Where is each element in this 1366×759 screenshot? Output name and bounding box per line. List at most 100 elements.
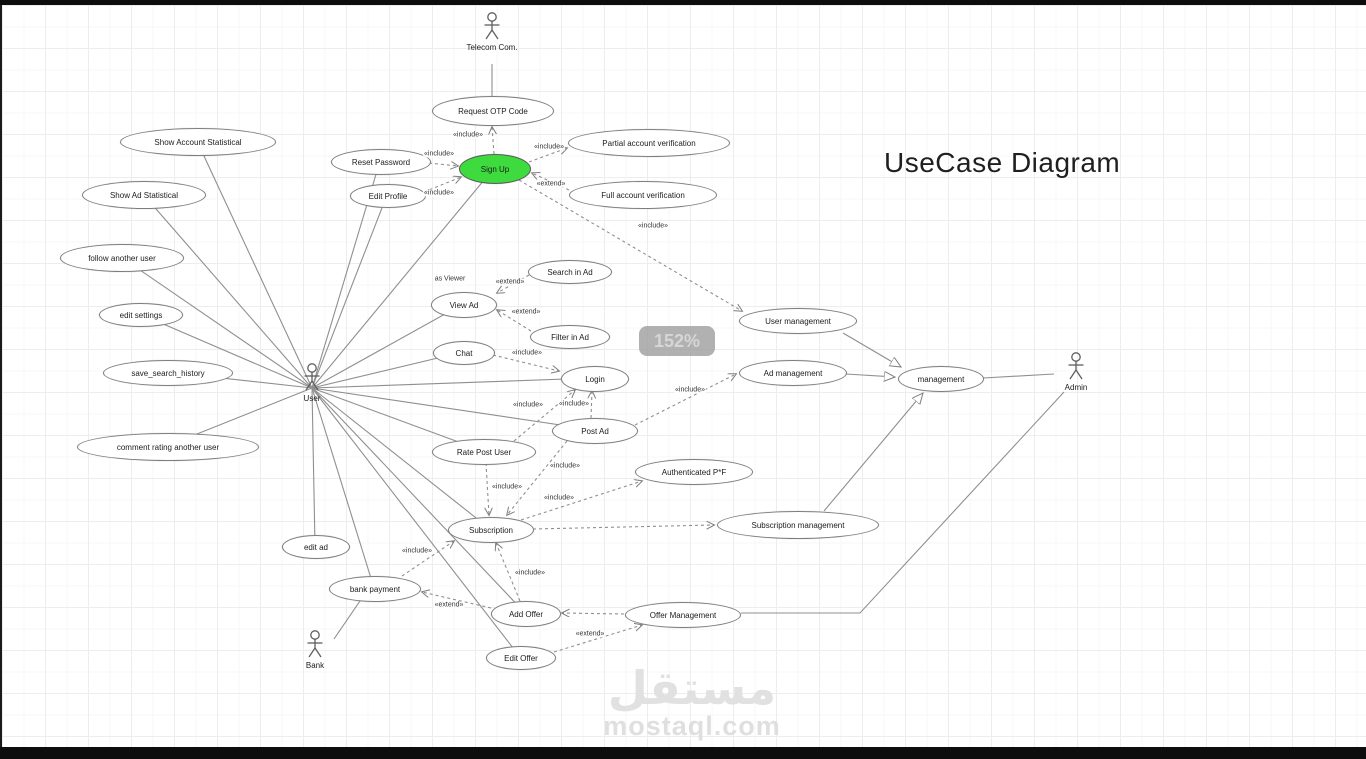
usecase-user-mgmt[interactable]: User management [739, 308, 857, 334]
usecase-save-search[interactable]: save_search_history [103, 360, 233, 386]
usecase-label: bank payment [349, 584, 401, 594]
edge [139, 313, 313, 389]
usecase-edit-ad[interactable]: edit ad [282, 535, 350, 559]
actor-label: Telecom Com. [466, 43, 518, 52]
usecase-label: Authenticated P*F [661, 467, 727, 477]
edge [528, 148, 567, 163]
edge-label: «include» [637, 222, 669, 230]
usecase-follow-user[interactable]: follow another user [60, 244, 184, 272]
usecase-label: View Ad [449, 300, 479, 310]
edge [311, 387, 526, 614]
actor-bank[interactable]: Bank [297, 630, 333, 670]
edge [311, 387, 375, 589]
edge-label: «extend» [535, 180, 567, 188]
usecase-label: comment rating another user [116, 442, 220, 452]
edge [311, 303, 464, 389]
edge-label: «include» [423, 150, 455, 158]
actor-figure-icon [307, 630, 323, 658]
actor-admin[interactable]: Admin [1058, 352, 1094, 392]
usecase-edit-profile[interactable]: Edit Profile [350, 184, 426, 208]
usecase-rate-post-user[interactable]: Rate Post User [432, 439, 536, 465]
usecase-filter-in-ad[interactable]: Filter in Ad [530, 325, 610, 349]
usecase-full-verify[interactable]: Full account verification [569, 181, 717, 209]
edge [982, 373, 1055, 379]
edge [497, 310, 532, 332]
usecase-add-offer[interactable]: Add Offer [491, 601, 561, 627]
usecase-show-acct-stat[interactable]: Show Account Statistical [120, 128, 276, 156]
usecase-label: Post Ad [581, 426, 609, 436]
edge [842, 332, 901, 367]
usecase-label: Edit Profile [368, 191, 408, 201]
zoom-level-badge: 152% [639, 326, 715, 356]
edge-label: «include» [401, 547, 433, 555]
usecase-edit-offer[interactable]: Edit Offer [486, 646, 556, 670]
usecase-offer-mgmt[interactable]: Offer Management [625, 602, 741, 628]
edge [333, 597, 363, 640]
usecase-request-otp[interactable]: Request OTP Code [432, 96, 554, 126]
usecase-label: Add Offer [508, 609, 544, 619]
edge-label: «include» [511, 349, 543, 357]
usecase-label: management [917, 374, 965, 384]
usecase-label: Search in Ad [547, 267, 593, 277]
usecase-bank-payment[interactable]: bank payment [329, 576, 421, 602]
actor-figure-icon [484, 12, 500, 40]
edge [634, 374, 736, 426]
edge-label: «extend» [433, 601, 465, 609]
actor-label: User [303, 394, 321, 403]
actor-telecom[interactable]: Telecom Com. [466, 12, 518, 52]
edge [823, 393, 923, 512]
usecase-label: Request OTP Code [458, 106, 528, 116]
usecase-sign-up[interactable]: Sign Up [459, 154, 531, 184]
usecase-login[interactable]: Login [561, 366, 629, 392]
edge [311, 387, 521, 658]
usecase-auth-pf[interactable]: Authenticated P*F [635, 459, 753, 485]
usecase-label: save_search_history [131, 368, 205, 378]
usecase-edit-settings[interactable]: edit settings [99, 303, 183, 327]
usecase-reset-password[interactable]: Reset Password [331, 149, 431, 175]
edge-label: «extend» [494, 278, 526, 286]
edge-label: «include» [491, 483, 523, 491]
actor-label: Admin [1064, 383, 1088, 392]
usecase-label: Edit Offer [504, 653, 538, 663]
edge [311, 167, 495, 389]
usecase-label: edit settings [119, 310, 163, 320]
actor-figure-icon [304, 363, 320, 391]
usecase-label: Partial account verification [602, 138, 696, 148]
edge [496, 543, 521, 602]
edge [562, 613, 625, 614]
edge-label: «include» [514, 569, 546, 577]
usecase-comment-rating[interactable]: comment rating another user [77, 433, 259, 461]
usecase-label: Chat [455, 348, 473, 358]
usecase-label: User management [765, 316, 831, 326]
usecase-search-in-ad[interactable]: Search in Ad [528, 260, 612, 284]
usecase-view-ad[interactable]: View Ad [431, 292, 497, 318]
edge [311, 194, 388, 389]
edge [196, 140, 313, 389]
edge [518, 179, 742, 311]
edge [401, 541, 454, 577]
edge-label: «include» [512, 401, 544, 409]
edge [553, 625, 642, 653]
actor-user[interactable]: User [294, 363, 330, 403]
edge [513, 390, 575, 442]
bottom-letterbox-bar [0, 747, 1366, 759]
usecase-label: Rate Post User [456, 447, 512, 457]
usecase-mgmt[interactable]: management [898, 366, 984, 392]
top-letterbox-bar [0, 0, 1366, 5]
usecase-post-ad[interactable]: Post Ad [552, 418, 638, 444]
usecase-chat[interactable]: Chat [433, 341, 495, 365]
usecase-label: Sign Up [480, 164, 510, 174]
usecase-label: Full account verification [601, 190, 685, 200]
actor-figure-icon [1068, 352, 1084, 380]
usecase-label: Subscription management [751, 520, 845, 530]
edge [120, 256, 313, 389]
usecase-sub-mgmt[interactable]: Subscription management [717, 511, 879, 539]
usecase-label: Offer Management [649, 610, 717, 620]
usecase-partial-verify[interactable]: Partial account verification [568, 129, 730, 157]
usecase-ad-mgmt[interactable]: Ad management [739, 360, 847, 386]
edge [428, 163, 458, 166]
usecase-subscription[interactable]: Subscription [448, 517, 534, 543]
usecase-show-ad-stat[interactable]: Show Ad Statistical [82, 181, 206, 209]
edge [311, 387, 595, 431]
